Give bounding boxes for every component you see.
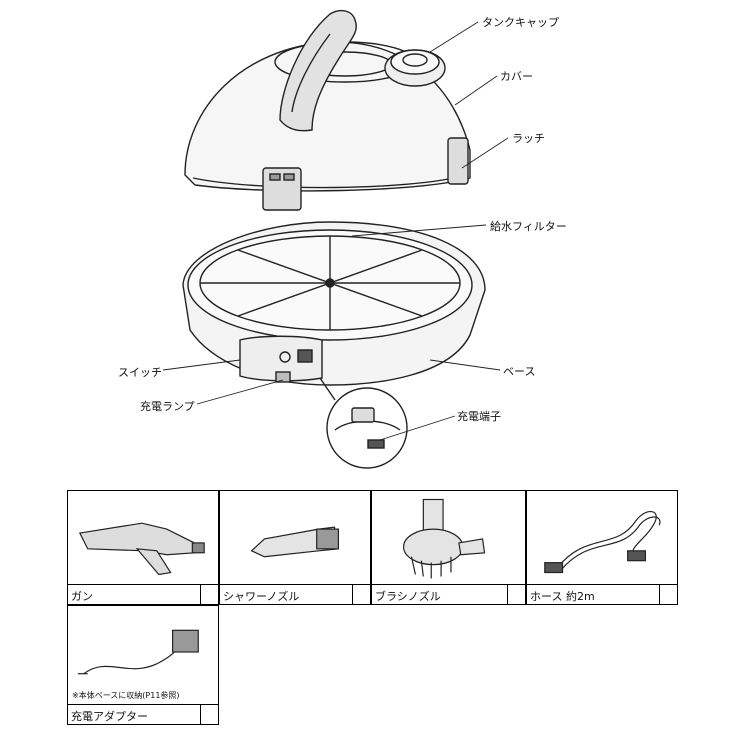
hose-illustration (544, 511, 661, 574)
accessory-shower-nozzle: シャワーノズル (219, 490, 371, 605)
gun-illustration (78, 522, 205, 576)
adapter-note: ※本体ベースに収納(P11参照) (72, 691, 180, 700)
label-tank-cap: タンクキャップ (482, 16, 559, 29)
label-latch: ラッチ (512, 132, 545, 145)
label-base: ベース (503, 365, 536, 378)
base-body (182, 221, 486, 386)
label-charge-terminal: 充電端子 (457, 410, 501, 423)
checkbox (659, 585, 677, 604)
label-filter: 給水フィルター (490, 220, 567, 233)
accessory-adapter-caption: 充電アダプター (68, 704, 218, 724)
accessory-charging-adapter: ※本体ベースに収納(P11参照) 充電アダプター (67, 605, 219, 725)
accessory-name: シャワーノズル (223, 590, 300, 603)
label-switch: スイッチ (118, 366, 162, 379)
checkbox (200, 705, 218, 724)
accessory-brush-nozzle: ブラシノズル (371, 490, 526, 605)
checkbox (200, 585, 218, 604)
accessory-name: ホース 約2m (530, 590, 595, 603)
accessory-gun: ガン (67, 490, 219, 605)
cover-dome (184, 9, 471, 211)
accessory-shower-caption: シャワーノズル (220, 584, 370, 604)
checkbox (507, 585, 525, 604)
accessory-brush-caption: ブラシノズル (372, 584, 525, 604)
device-illustration (162, 9, 509, 469)
accessory-name: ガン (71, 590, 93, 603)
label-charge-lamp: 充電ランプ (140, 400, 195, 413)
charging-adapter-illustration (77, 629, 199, 675)
accessory-name: ブラシノズル (375, 590, 441, 603)
accessory-hose-caption: ホース 約2m (527, 584, 677, 604)
charge-terminal-zoom (319, 377, 408, 469)
accessory-hose: ホース 約2m (526, 490, 678, 605)
accessory-gun-caption: ガン (68, 584, 218, 604)
brush-nozzle-illustration (402, 498, 486, 579)
label-cover: カバー (500, 70, 533, 83)
shower-nozzle-illustration (250, 526, 340, 558)
accessory-name: 充電アダプター (71, 710, 148, 723)
checkbox (352, 585, 370, 604)
